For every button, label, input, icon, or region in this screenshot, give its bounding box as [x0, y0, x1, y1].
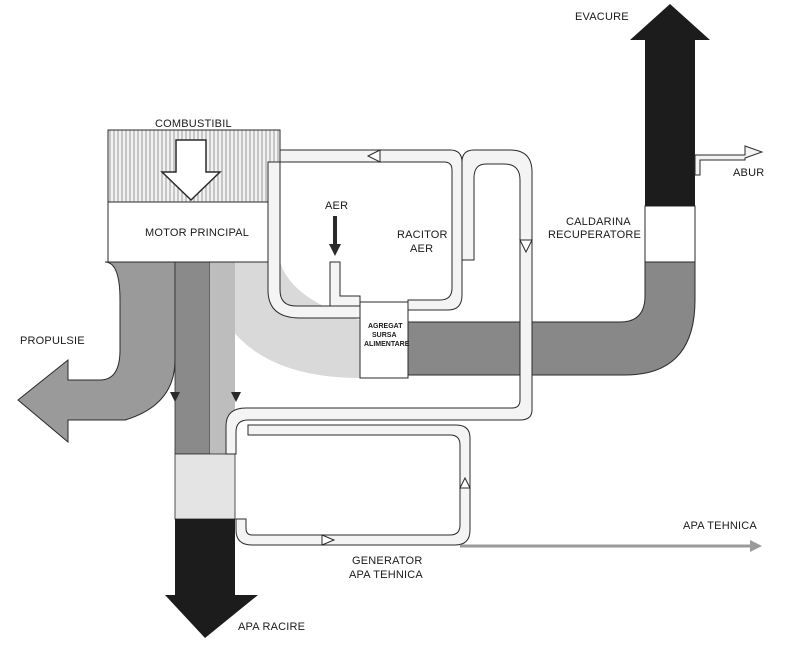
flow-arrow-right-pipe	[519, 239, 533, 254]
label-apa-racire: APA RACIRE	[238, 621, 305, 633]
exhaust-arrow	[630, 4, 710, 206]
flow-arrow-top	[366, 149, 381, 163]
label-caldarina-2: RECUPERATORE	[548, 229, 641, 241]
boiler-box	[644, 205, 696, 263]
generator-loop-pipe	[235, 424, 471, 546]
label-generator-1: GENERATOR	[352, 555, 422, 567]
label-propulsie: PROPULSIE	[20, 335, 85, 347]
label-abur: ABUR	[733, 167, 764, 179]
fuel-input-arrow	[160, 139, 222, 202]
label-motor-principal: MOTOR PRINCIPAL	[145, 227, 249, 239]
air-cooler-top-pipe	[279, 149, 463, 311]
steam-arrow	[694, 145, 764, 176]
label-apa-tehnica: APA TEHNICA	[683, 520, 757, 532]
flow-arrow-generator-right	[321, 534, 336, 546]
label-agregat-1: AGREGAT	[368, 323, 403, 330]
label-racitor-2: AER	[410, 243, 433, 255]
flow-arrow-engine	[231, 392, 241, 402]
label-caldarina-1: CALDARINA	[566, 216, 631, 228]
cooling-water-arrow	[165, 519, 258, 638]
label-racitor-1: RACITOR	[397, 229, 448, 241]
air-arrow-head	[329, 244, 341, 256]
flow-arrow-cooling	[170, 392, 180, 402]
label-combustibil: COMBUSTIBIL	[155, 118, 232, 130]
propulsion-flow-arrow	[17, 261, 176, 444]
label-aer: AER	[325, 200, 348, 212]
exhaust-flow	[407, 261, 696, 376]
label-generator-2: APA TEHNICA	[349, 569, 423, 581]
air-cooler-inner-pipe	[329, 261, 361, 307]
power-unit-box	[359, 301, 409, 379]
cooling-flow-mid	[174, 453, 236, 520]
label-evacuare: EVACURE	[575, 11, 629, 23]
main-engine-box	[107, 201, 281, 263]
cooling-flow	[174, 261, 211, 455]
tech-water-arrowhead	[750, 540, 762, 552]
heat-flow-light	[210, 262, 360, 378]
label-agregat-2: SURSA	[372, 332, 397, 339]
label-agregat-3: ALIMENTARE	[364, 341, 410, 348]
tech-water-loop-pipe	[225, 149, 533, 455]
flow-arrow-generator-up	[459, 476, 471, 489]
